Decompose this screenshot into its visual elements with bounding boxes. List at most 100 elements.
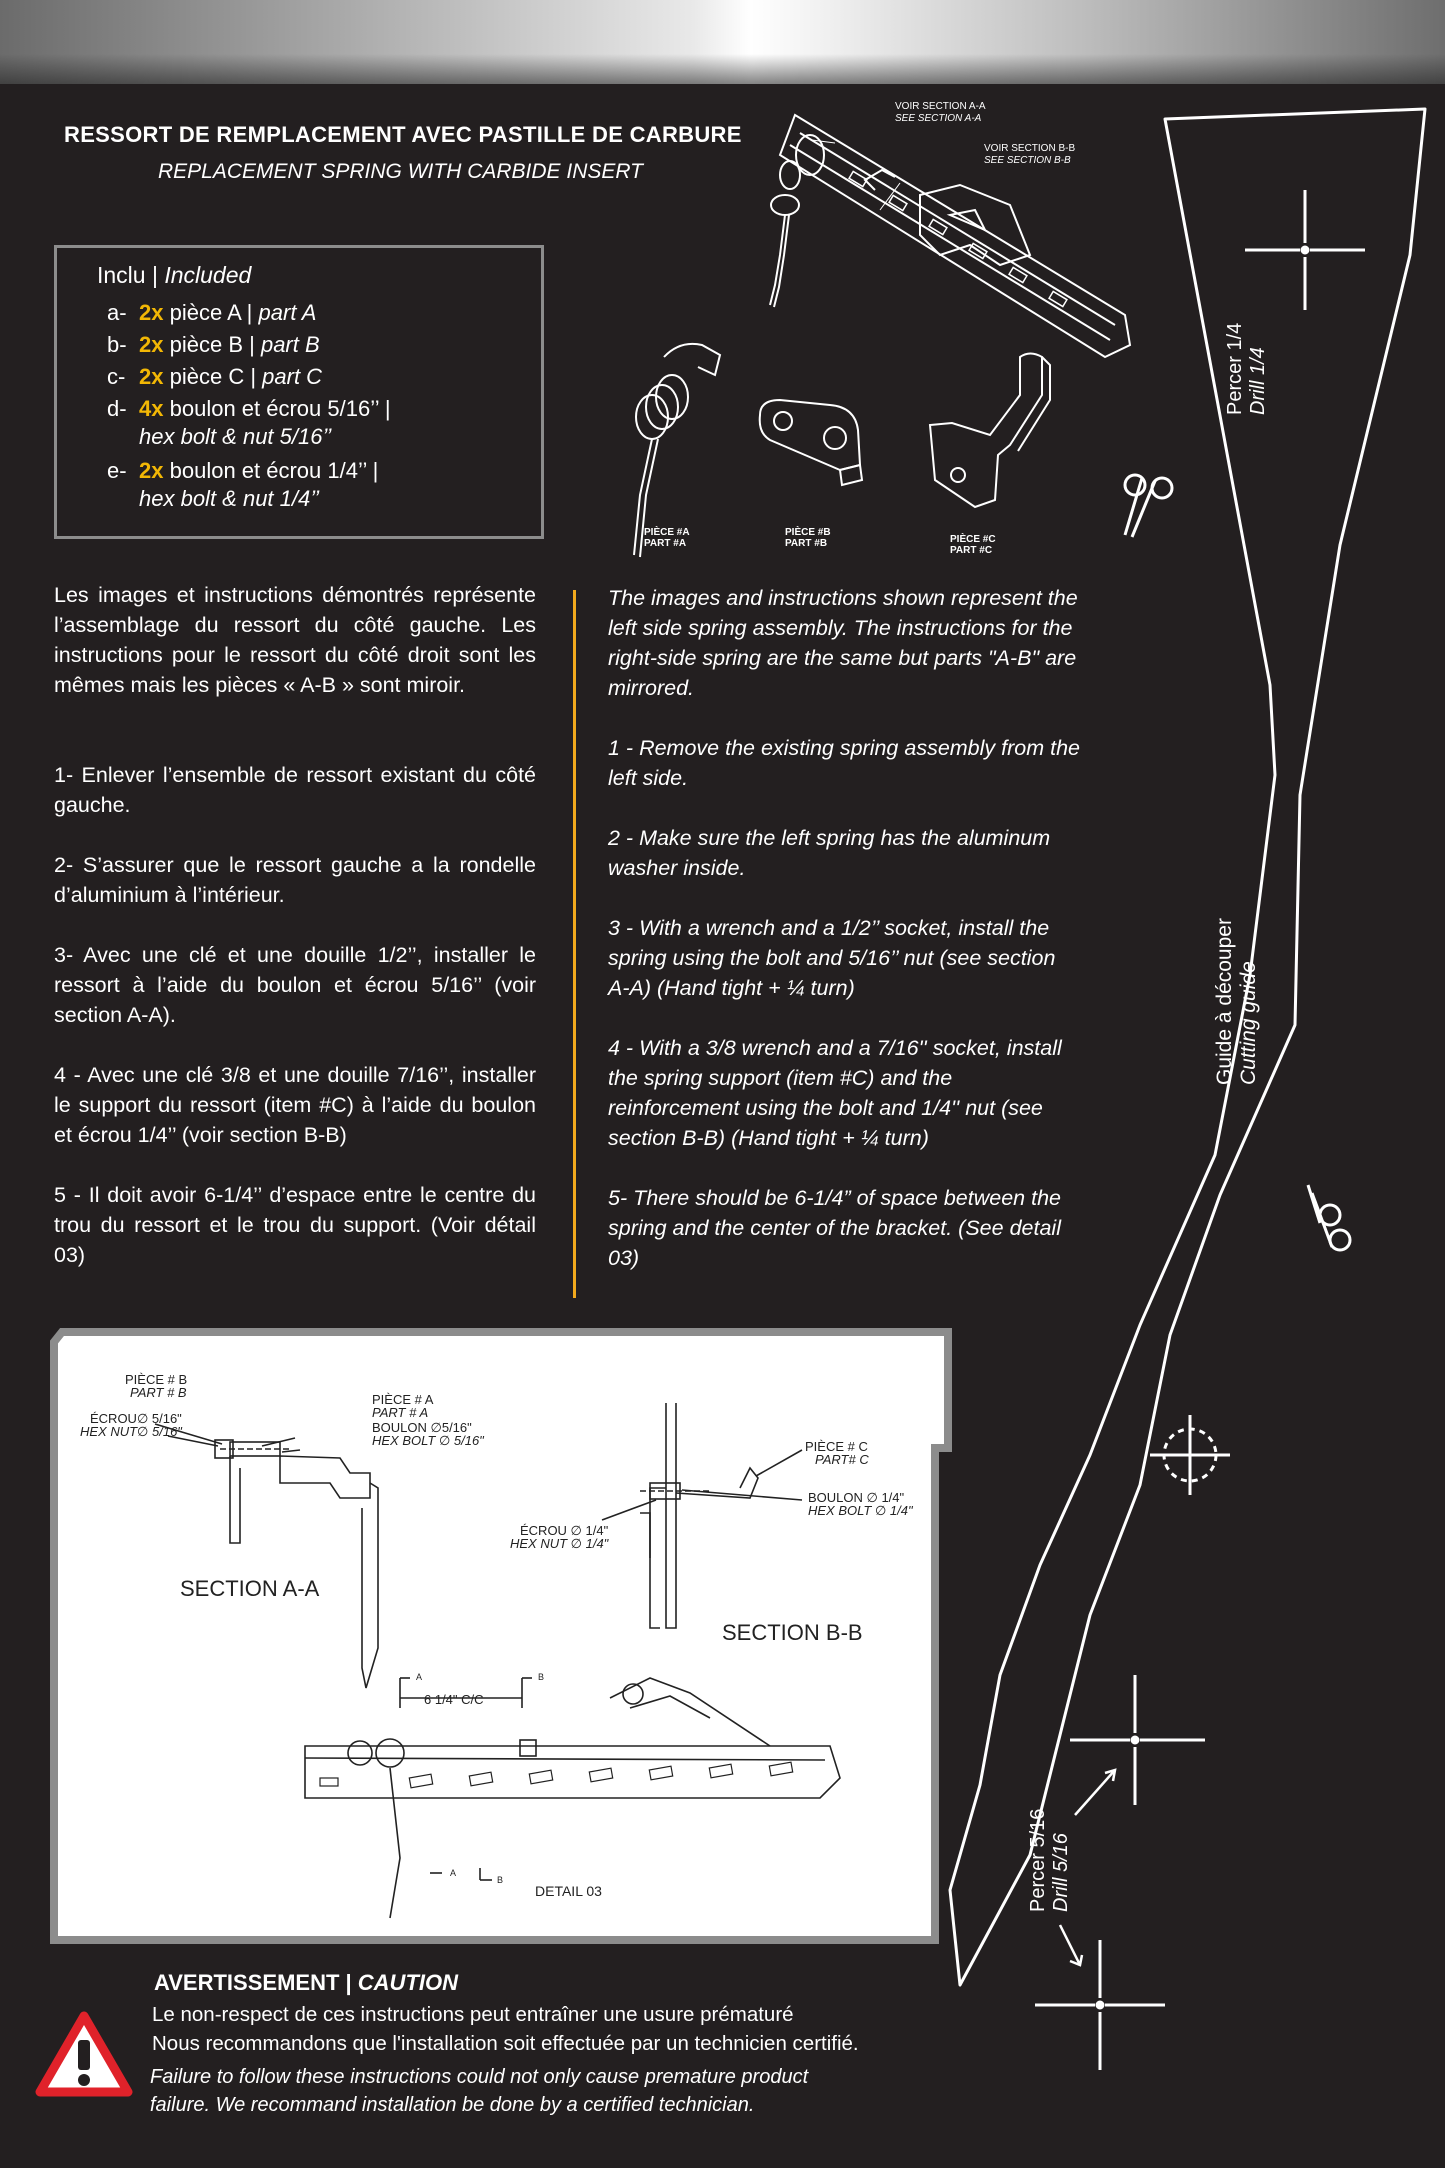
guide-label: Guide à découper Cutting guide [1213, 918, 1261, 1085]
section-a-piece-a-fr: PIÈCE # A [372, 1392, 434, 1407]
marker-b-bottom: B [497, 1875, 503, 1885]
detail-drawing-panel: PIÈCE # B PART # B ÉCROU∅ 5/16" HEX NUT∅… [50, 1328, 952, 1944]
see-section-a-fr: VOIR SECTION A-A [895, 101, 986, 112]
drill-top-en: Drill 1/4 [1247, 347, 1269, 415]
section-b-piece-c-fr: PIÈCE # C [805, 1439, 868, 1454]
included-item: a- 2x pièce A | part A [107, 298, 316, 328]
section-a-bolt-fr: BOULON ∅5/16" [372, 1420, 472, 1435]
warning-icon [35, 2011, 133, 2097]
intro-fr: Les images et instructions démontrés rep… [54, 583, 536, 697]
item-en: part B [260, 332, 320, 357]
caution-heading-en: CAUTION [357, 1970, 458, 1995]
see-section-b-fr: VOIR SECTION B-B [984, 143, 1075, 154]
part-a-label-en: PART #A [644, 538, 686, 549]
item-fr: boulon et écrou 5/16’’ | [169, 396, 391, 421]
section-b-nut-fr: ÉCROU ∅ 1/4" [520, 1523, 609, 1538]
item-fr: boulon et écrou 1/4’’ | [169, 458, 379, 483]
scissors-icon [1123, 473, 1174, 538]
step-3-fr: 3- Avec une clé et une douille 1/2’’, in… [54, 943, 536, 1027]
step-5-fr: 5 - Il doit avoir 6-1/4’’ d’espace entre… [54, 1183, 536, 1267]
item-letter: c- [107, 364, 126, 389]
part-c-label-en: PART #C [950, 545, 992, 556]
dimension-label: 6 1/4" C/C [424, 1692, 484, 1707]
section-b-bolt-fr: BOULON ∅ 1/4" [808, 1490, 905, 1505]
part-a-label-fr: PIÈCE #A [644, 525, 690, 538]
drill-mark-lower [1070, 1675, 1205, 1805]
step-2-fr: 2- S’assurer que le ressort gauche a la … [54, 853, 536, 907]
item-fr: pièce A | [169, 300, 253, 325]
guide-fr: Guide à découper [1213, 918, 1236, 1085]
column-divider [573, 590, 576, 1298]
item-en: part A [258, 300, 317, 325]
caution-line-4: failure. We recommand installation be do… [150, 2094, 755, 2116]
guide-en: Cutting guide [1237, 961, 1260, 1085]
step-3-en: 3 - With a wrench and a 1/2’’ socket, in… [608, 916, 1056, 1000]
section-a-piece-b-en: PART # B [130, 1385, 187, 1400]
item-qty: 4x [139, 396, 164, 421]
item-letter: a- [107, 300, 127, 325]
scissors-icon [1306, 1184, 1352, 1252]
included-item: d- 4x boulon et écrou 5/16’’ | [107, 394, 391, 424]
metallic-header-bar [0, 0, 1445, 84]
section-a-drawing [154, 1423, 379, 1689]
item-fr: pièce B | [169, 332, 255, 357]
drill-bottom-fr: Percer 5/16 [1027, 1808, 1049, 1912]
arrow-to-bottom-mark [1058, 1924, 1084, 1967]
part-b-drawing [758, 398, 864, 487]
item-letter: d- [107, 396, 127, 421]
section-b-nut-en: HEX NUT ∅ 1/4" [510, 1536, 610, 1551]
section-a-bolt-en: HEX BOLT ∅ 5/16" [372, 1433, 485, 1448]
marker-b: B [538, 1672, 544, 1682]
marker-a-bottom: A [450, 1868, 456, 1878]
item-en: part C [262, 364, 323, 389]
part-b-label-en: PART #B [785, 538, 827, 549]
section-a-piece-a-en: PART # A [372, 1405, 428, 1420]
item-qty: 2x [139, 300, 164, 325]
section-b-drawing [601, 1403, 803, 1629]
parts-illustration: VOIR SECTION A-A SEE SECTION A-A VOIR SE… [633, 101, 1132, 558]
included-heading-fr: Inclu | [97, 262, 158, 288]
track-assembly-drawing [769, 113, 1132, 359]
drill-mark-center [1150, 1415, 1230, 1495]
item-qty: 2x [139, 364, 164, 389]
drill-mark-top [1245, 190, 1365, 310]
see-section-b-en: SEE SECTION B-B [984, 155, 1071, 166]
intro-en: The images and instructions shown repres… [608, 586, 1078, 700]
part-c-label-fr: PIÈCE #C [950, 532, 996, 545]
item-fr: pièce C | [169, 364, 257, 389]
step-5-en: 5- There should be 6-1/4” of space betwe… [608, 1186, 1061, 1270]
step-1-fr: 1- Enlever l’ensemble de ressort existan… [54, 763, 536, 817]
drill-bottom-en: Drill 5/16 [1050, 1833, 1072, 1912]
drill-label-top: Percer 1/4 Drill 1/4 [1224, 323, 1270, 415]
arrow-to-lower-mark [1074, 1768, 1117, 1816]
cutting-guide [948, 107, 1427, 2070]
included-box: Inclu | Included a- 2x pièce A | part A b… [54, 245, 544, 539]
section-a-nut-fr: ÉCROU∅ 5/16" [90, 1411, 182, 1426]
section-a-nut-en: HEX NUT∅ 5/16" [80, 1424, 183, 1439]
drill-mark-bottom [1035, 1940, 1165, 2070]
section-b-bolt-en: HEX BOLT ∅ 1/4" [808, 1503, 914, 1518]
included-heading-en: Included [164, 262, 252, 288]
caution-line-1: Le non-respect de ces instructions peut … [152, 2003, 794, 2026]
drill-top-fr: Percer 1/4 [1224, 322, 1246, 415]
step-1-en: 1 - Remove the existing spring assembly … [608, 736, 1081, 790]
detail-03-label: DETAIL 03 [535, 1883, 602, 1899]
part-c-drawing [928, 352, 1051, 509]
title-en: REPLACEMENT SPRING WITH CARBIDE INSERT [158, 160, 644, 183]
caution-heading-fr: AVERTISSEMENT | [154, 1970, 352, 1995]
marker-a: A [416, 1672, 422, 1682]
see-section-a-en: SEE SECTION A-A [895, 113, 982, 124]
item-qty: 2x [139, 458, 164, 483]
part-b-label-fr: PIÈCE #B [785, 525, 831, 538]
section-a-title: SECTION A-A [180, 1576, 320, 1601]
included-heading: Inclu | Included [97, 262, 251, 289]
step-4-en: 4 - With a 3/8 wrench and a 7/16'' socke… [608, 1036, 1062, 1150]
included-item: e- 2x boulon et écrou 1/4’’ | [107, 456, 378, 486]
caution-line-2: Nous recommandons que l'installation soi… [152, 2032, 859, 2055]
included-item: b-2x pièce B | part B [107, 330, 320, 360]
step-2-en: 2 - Make sure the left spring has the al… [608, 826, 1051, 880]
section-b-piece-c-en: PART# C [815, 1452, 869, 1467]
caution-line-3: Failure to follow these instructions cou… [150, 2066, 809, 2088]
caution-heading: AVERTISSEMENT | CAUTION [154, 1970, 458, 1996]
item-letter: e- [107, 458, 127, 483]
